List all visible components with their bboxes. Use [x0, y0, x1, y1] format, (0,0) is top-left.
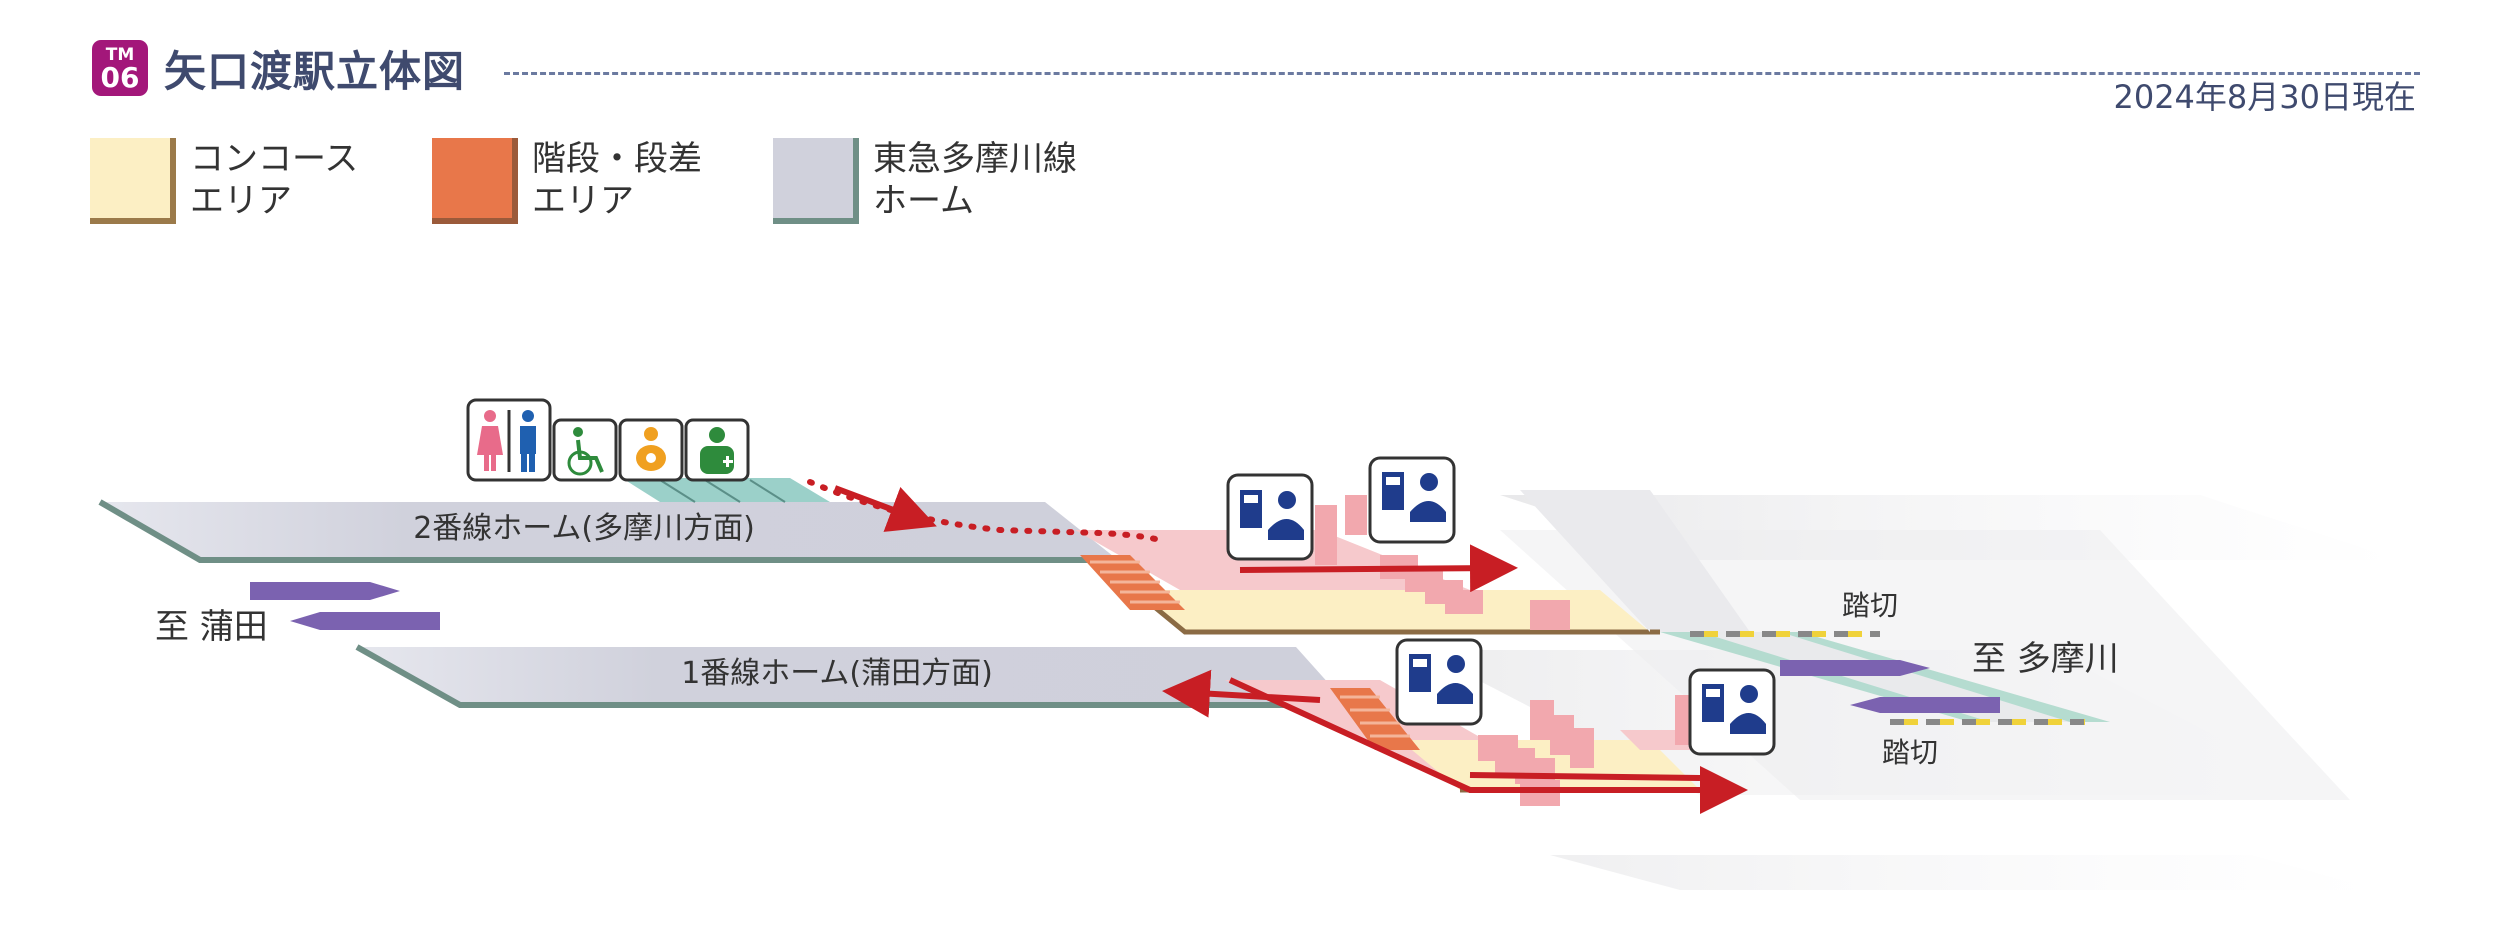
- arrow-to-kamata-left-icon: [290, 612, 440, 630]
- ticket-machine-staff-icon: [1395, 638, 1483, 726]
- first-aid-icon: [684, 418, 750, 482]
- legend-swatch-stairs: [432, 138, 518, 224]
- arrow-to-tamagawa-left-icon: [250, 582, 400, 600]
- legend-label-concourse: コンコース エリア: [190, 138, 358, 222]
- restroom-icon: [466, 398, 552, 482]
- ticket-machine-staff-icon: [1226, 473, 1314, 561]
- arrow-to-kamata-right-icon: [1850, 697, 2000, 713]
- legend-swatch-platform: [773, 138, 859, 224]
- accessible-route: [807, 479, 1748, 814]
- title-divider: [504, 72, 2420, 75]
- legend-platform-line1: 東急多摩川線: [873, 139, 1077, 179]
- platform-2: 2番線ホーム(多摩川方面): [98, 499, 1118, 563]
- legend-stairs-line1: 階段・段差: [532, 139, 702, 179]
- direction-to-tamagawa: 至 多摩川: [1972, 639, 2119, 679]
- upper-ticket-gates: [1315, 495, 1570, 630]
- ticket-machine-staff-icon: [1368, 456, 1456, 544]
- upper-stairs: [1080, 555, 1185, 610]
- station-number: 06: [100, 61, 140, 94]
- direction-to-kamata: 至 蒲田: [155, 607, 268, 647]
- baby-care-icon: [618, 418, 684, 482]
- legend-stairs-line2: エリア: [532, 181, 634, 221]
- accessible-icon: [552, 418, 618, 482]
- ticket-machine-staff-icon: [1688, 668, 1776, 756]
- upper-crossing-label: 踏切: [1842, 589, 1898, 622]
- line-code: TM: [105, 45, 135, 65]
- legend-platform-line2: ホーム: [873, 181, 974, 221]
- lower-crossing-label: 踏切: [1882, 736, 1938, 769]
- platform-2-label: 2番線ホーム(多摩川方面): [413, 511, 755, 546]
- legend-concourse-line2: エリア: [190, 181, 292, 221]
- upper-concourse: [1075, 490, 1750, 635]
- legend-concourse-line1: コンコース: [190, 139, 359, 179]
- page-title: 矢口渡駅立体図: [164, 47, 466, 96]
- legend-label-stairs: 階段・段差 エリア: [532, 138, 702, 222]
- platform-1: 1番線ホーム(蒲田方面): [355, 644, 1348, 708]
- legend-swatch-concourse: [90, 138, 176, 224]
- as-of-date: 2024年8月30日現在: [2113, 78, 2416, 116]
- arrow-to-tamagawa-right-icon: [1780, 660, 1930, 676]
- platform-1-label: 1番線ホーム(蒲田方面): [681, 656, 993, 691]
- platform-2-stair-entrance: [622, 478, 830, 503]
- lower-stairs: [1330, 688, 1420, 750]
- legend-label-platform: 東急多摩川線 ホーム: [873, 138, 1077, 222]
- station-number-badge: TM 06: [92, 40, 148, 96]
- train-direction-arrows: [250, 582, 2000, 713]
